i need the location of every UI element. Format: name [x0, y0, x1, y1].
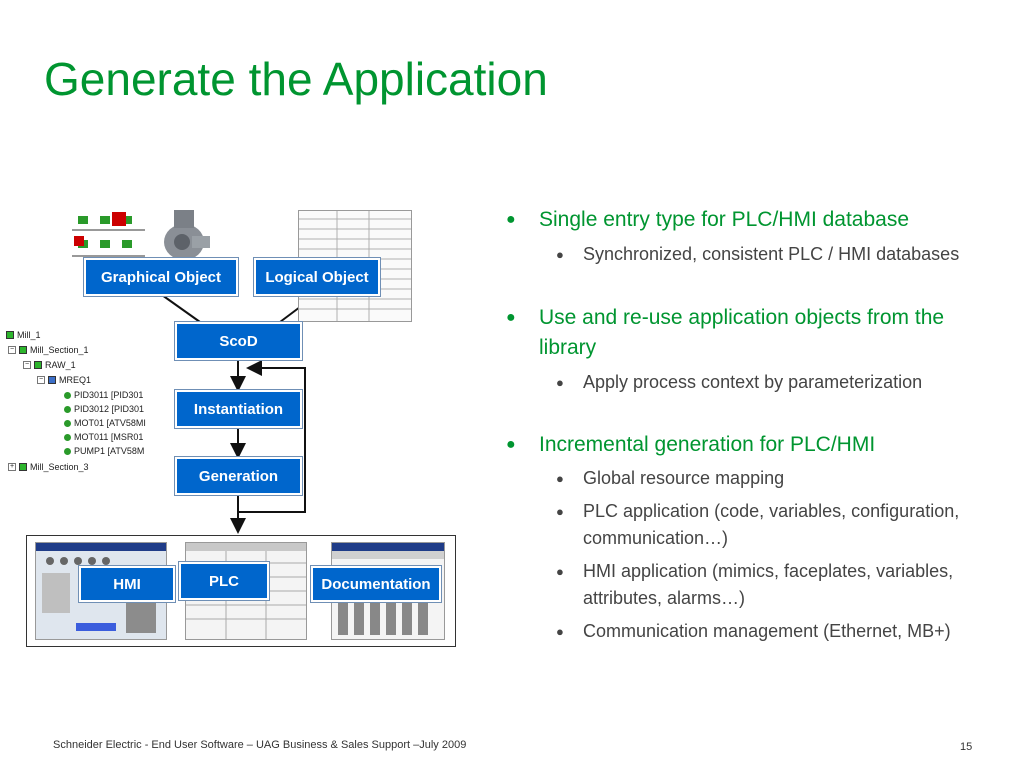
- page-number: 15: [960, 741, 973, 753]
- arrow-graphical-to-scod: [161, 294, 201, 323]
- object-icon: [64, 405, 71, 413]
- feedback-loop-arrow: [238, 360, 306, 513]
- tree-item: PUMP1 [ATV58M: [64, 446, 144, 456]
- bullet-dot-icon: ●: [506, 309, 516, 326]
- bullet-dot-icon: ●: [556, 471, 564, 486]
- tree-item: PID3011 [PID301: [64, 390, 143, 400]
- bullet-dot-icon: ●: [556, 375, 564, 390]
- tree-item: MOT011 [MSR01: [64, 432, 143, 442]
- bullet-dot-icon: ●: [506, 436, 516, 453]
- documentation-box: Documentation: [311, 566, 441, 602]
- object-icon: [64, 419, 71, 427]
- folder-icon: [19, 346, 27, 354]
- bullet-dot-icon: ●: [556, 504, 564, 519]
- bullet-dot-icon: ●: [506, 211, 516, 228]
- hmi-box: HMI: [79, 566, 175, 602]
- tree-item: −Mill_Section_1: [8, 345, 89, 355]
- generation-diagram: Graphical Object Logical Object ScoD Ins…: [0, 200, 470, 650]
- pump-image: [156, 208, 212, 268]
- output-panel: HMI PLC Documentation: [26, 535, 456, 647]
- scod-box: ScoD: [175, 322, 302, 360]
- logical-object-box: Logical Object: [254, 258, 380, 296]
- plc-box: PLC: [179, 562, 269, 600]
- footer-text: Schneider Electric - End User Software –…: [53, 739, 467, 751]
- bullet-dot-icon: ●: [556, 624, 564, 639]
- instantiation-box: Instantiation: [175, 390, 302, 428]
- slide-title: Generate the Application: [44, 53, 548, 105]
- generation-box: Generation: [175, 457, 302, 495]
- tree-item: PID3012 [PID301: [64, 404, 144, 414]
- expand-icon: +: [8, 463, 16, 471]
- folder-icon: [48, 376, 56, 384]
- bullet-dot-icon: ●: [556, 247, 564, 262]
- tree-item: −MREQ1: [37, 375, 92, 385]
- object-icon: [64, 447, 71, 455]
- collapse-icon: −: [23, 361, 31, 369]
- tree-item: +Mill_Section_3: [8, 462, 89, 472]
- folder-icon: [19, 463, 27, 471]
- bullet-dot-icon: ●: [556, 564, 564, 579]
- graphical-object-box: Graphical Object: [84, 258, 238, 296]
- tree-item: MOT01 [ATV58MI: [64, 418, 146, 428]
- folder-icon: [34, 361, 42, 369]
- collapse-icon: −: [37, 376, 45, 384]
- object-icon: [64, 433, 71, 441]
- object-icon: [64, 391, 71, 399]
- tree-item: −RAW_1: [23, 360, 76, 370]
- tree-item: Mill_1: [6, 330, 41, 340]
- collapse-icon: −: [8, 346, 16, 354]
- folder-icon: [6, 331, 14, 339]
